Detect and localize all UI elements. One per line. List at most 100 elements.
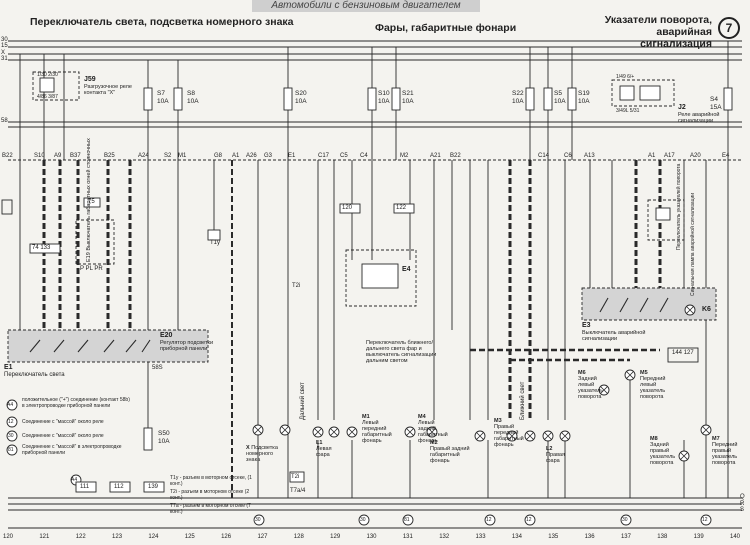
lamp-k6-desc: Сигнальная лампа аварийной сигнализации — [690, 192, 696, 296]
ground-sym-2 — [358, 514, 370, 526]
conn-code: B22 — [450, 153, 461, 159]
legend-symbol-text: 12 — [8, 419, 14, 425]
rail-label: Q — [740, 494, 745, 500]
conn-code: E1 — [288, 153, 296, 159]
fuse-s7 — [143, 87, 153, 111]
switch-e3-desc: Выключатель аварийной сигнализации — [582, 330, 646, 342]
rail-label: S — [740, 507, 745, 513]
conn-code: B22 — [2, 153, 13, 159]
fuse-s22 — [525, 87, 535, 111]
conn-t2i: T2i — [292, 283, 301, 289]
switch-e20-desc: Регулятор подсветки приборной панели — [160, 340, 214, 352]
box-111 — [75, 481, 97, 493]
grid-number: 126 — [221, 534, 232, 540]
bus-label: 30 — [1, 37, 8, 43]
bus-label: X — [1, 50, 6, 56]
relay-j2-pins-top: 1/49 6/+ — [616, 74, 635, 80]
conn-code: S10 — [34, 153, 45, 159]
fuse-s5 — [543, 87, 553, 111]
relay-j59-desc: Разгрузочное реле контакта "X" — [84, 84, 132, 96]
grid-number: 136 — [584, 534, 595, 540]
mid-section-title: Фары, габаритные фонари — [375, 22, 517, 34]
grid-number: 129 — [330, 534, 341, 540]
legend-t2i: T2i - разъем в моторном отсеке (2 конт.) — [170, 489, 250, 501]
legend-g12: Соединение с "массой" около реле — [22, 419, 104, 425]
ground-sym-7 — [700, 514, 712, 526]
lamp-k6-id: K6 — [702, 306, 711, 313]
grid-number: 125 — [184, 534, 195, 540]
switch-e19-box — [75, 219, 115, 265]
relay-j2-id: J2 — [678, 104, 686, 111]
conn-code: A21 — [430, 153, 441, 159]
switch-e19-pins: P PL PR — [80, 266, 103, 272]
conn-code: G3 — [264, 153, 273, 159]
grid-number: 130 — [366, 534, 377, 540]
ground-sym-5 — [524, 514, 536, 526]
fuse-s10 — [367, 87, 377, 111]
legend-symbol-text: A4 — [7, 402, 14, 408]
grid-number: 122 — [75, 534, 86, 540]
grid-number: 127 — [257, 534, 268, 540]
fuse-s50 — [143, 427, 153, 451]
legend-t7a: T7a - разъем в моторном отсеке (7 конт.) — [170, 503, 251, 515]
legend-a4: положительное ("+") соединение (контакт … — [22, 397, 130, 409]
legend-g30: Соединение с "массой" около реле — [22, 433, 104, 439]
conn-t2i-bot — [289, 471, 305, 483]
switch-e1-panel — [7, 329, 209, 363]
conn-code: B25 — [104, 153, 115, 159]
grid-number: 140 — [730, 534, 741, 540]
legend-t1y: T1y - разъем в моторном отсеке, (1 конт.… — [170, 475, 252, 487]
conn-t1y: T1y — [210, 240, 221, 246]
fuse-s8 — [173, 87, 183, 111]
ground-sym-6 — [620, 514, 632, 526]
grid-number: 128 — [293, 534, 304, 540]
grid-number: 134 — [511, 534, 522, 540]
relay-j59-id: J59 — [84, 76, 96, 83]
grid-number: 123 — [112, 534, 123, 540]
relay-j59-pins-top: 1/30 2/30 — [37, 72, 58, 78]
section-number-badge: 7 — [718, 17, 740, 39]
conn-code: C5 — [340, 153, 348, 159]
conn-code: M1 — [178, 153, 187, 159]
switch-e4-box — [345, 249, 417, 307]
conn-code: A9 — [54, 153, 62, 159]
conn-code: C14 — [538, 153, 550, 159]
fuse-s19 — [567, 87, 577, 111]
grid-number: 131 — [402, 534, 413, 540]
relay-j59-box — [32, 71, 80, 101]
switch-e4-id: E4 — [402, 266, 411, 273]
lamp-label: X Подсветка номерного знака — [246, 445, 278, 463]
grid-number: 121 — [39, 534, 50, 540]
conn-code: C6 — [564, 153, 572, 159]
bottom-a4-text: A4 — [71, 477, 78, 483]
fuse-s20 — [283, 87, 293, 111]
ground-text: 30 — [360, 517, 366, 523]
conn-code: E4 — [722, 153, 730, 159]
grid-number: 137 — [620, 534, 631, 540]
wire-58s: 58S — [152, 365, 163, 371]
conn-code: A20 — [690, 153, 701, 159]
grid-number: 124 — [148, 534, 159, 540]
conn-120: 120 — [342, 205, 353, 211]
conn-code: A26 — [246, 153, 257, 159]
conn-code: A13 — [584, 153, 595, 159]
left-section-title: Переключатель света, подсветка номерного… — [30, 16, 294, 28]
bus-label: 15 — [1, 43, 8, 49]
ground-text: 12 — [702, 517, 708, 523]
switch-e4-desc: Переключатель ближнего/дальнего света фа… — [366, 340, 437, 364]
box-139 — [143, 481, 165, 493]
ground-text: 30 — [255, 517, 261, 523]
header-banner: Автомобили с бензиновым двигателем — [252, 0, 480, 12]
legend-symbol-text: 81 — [8, 447, 14, 453]
fuse-s4 — [723, 87, 733, 111]
